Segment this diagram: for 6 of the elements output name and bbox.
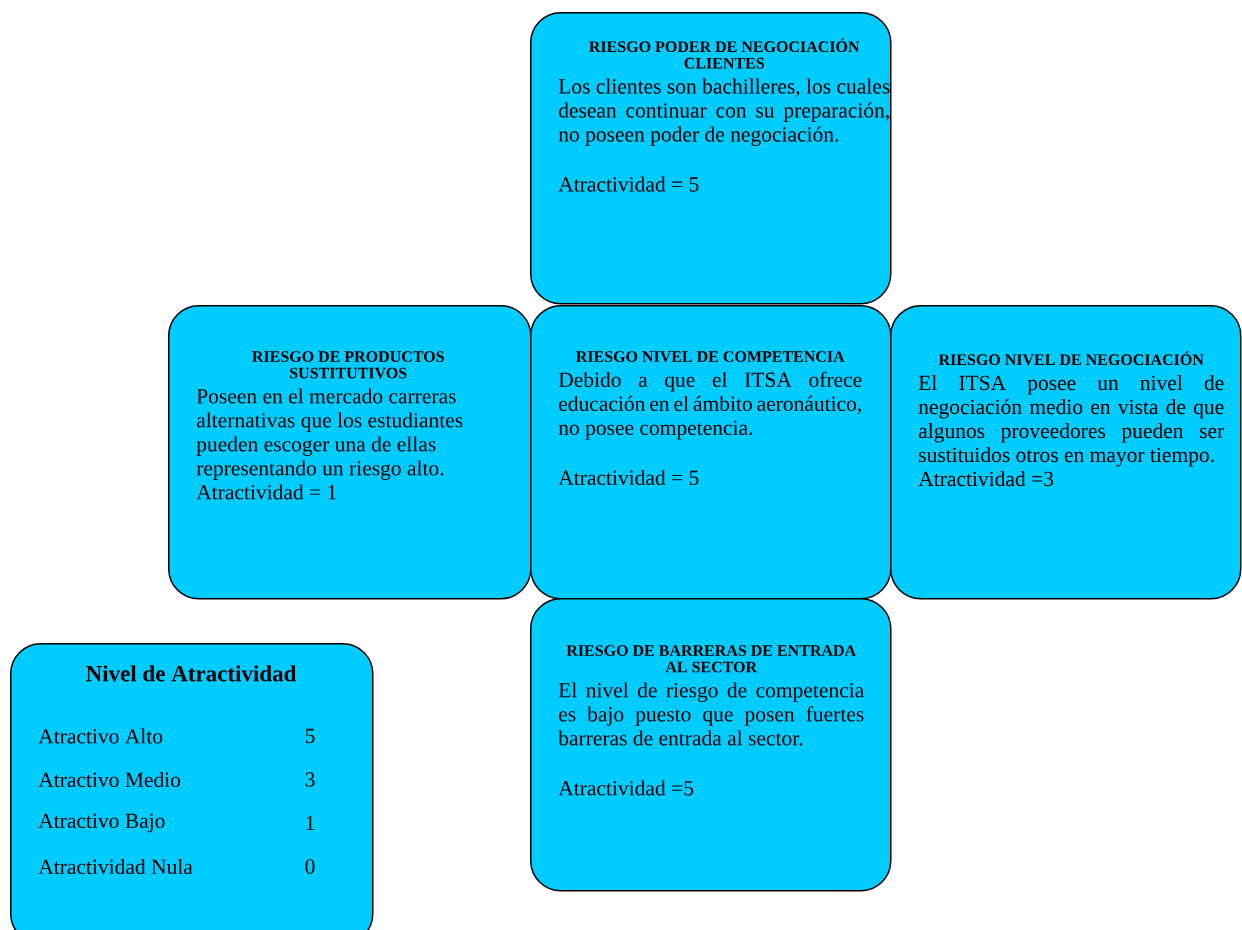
risk-box: RIESGO DE BARRERAS DE ENTRADA AL SECTOR El nivel de riesgo de competencia es bajo puesto que posen fuertes barreras de entrada al sector. Atractividad =5 <box>530 598 892 892</box>
risk-box: RIESGO DE PRODUCTOS SUSTITUTIVOS Poseen en el mercado carreras alternativas que los estudiantes pueden escoger una de ellas representando un riesgo alto. Atractividad = 1 <box>168 305 532 600</box>
risk-box: RIESGO NIVEL DE COMPETENCIA Debido a que el ITSA ofrece educación en el ámbito aeronáutico, no posee competencia. Atractividad = 5 <box>530 305 892 600</box>
risk-box: RIESGO NIVEL DE NEGOCIACIÓN El ITSA posee un nivel de negociación medio en vista de que algunos proveedores pueden ser sustituidos otros en mayor tiempo. Atractividad =3 <box>890 305 1242 600</box>
risk-box: RIESGO PODER DE NEGOCIACIÓN CLIENTES Los clientes son bachilleres, los cuales desean continuar con su preparación, no poseen poder de negociación. Atractividad = 5 <box>530 12 892 305</box>
legend-box: Nivel de Atractividad Atractivo Alto 5 Atractivo Medio 3 Atractivo Bajo 1 Atractividad Nula 0 <box>10 643 374 930</box>
